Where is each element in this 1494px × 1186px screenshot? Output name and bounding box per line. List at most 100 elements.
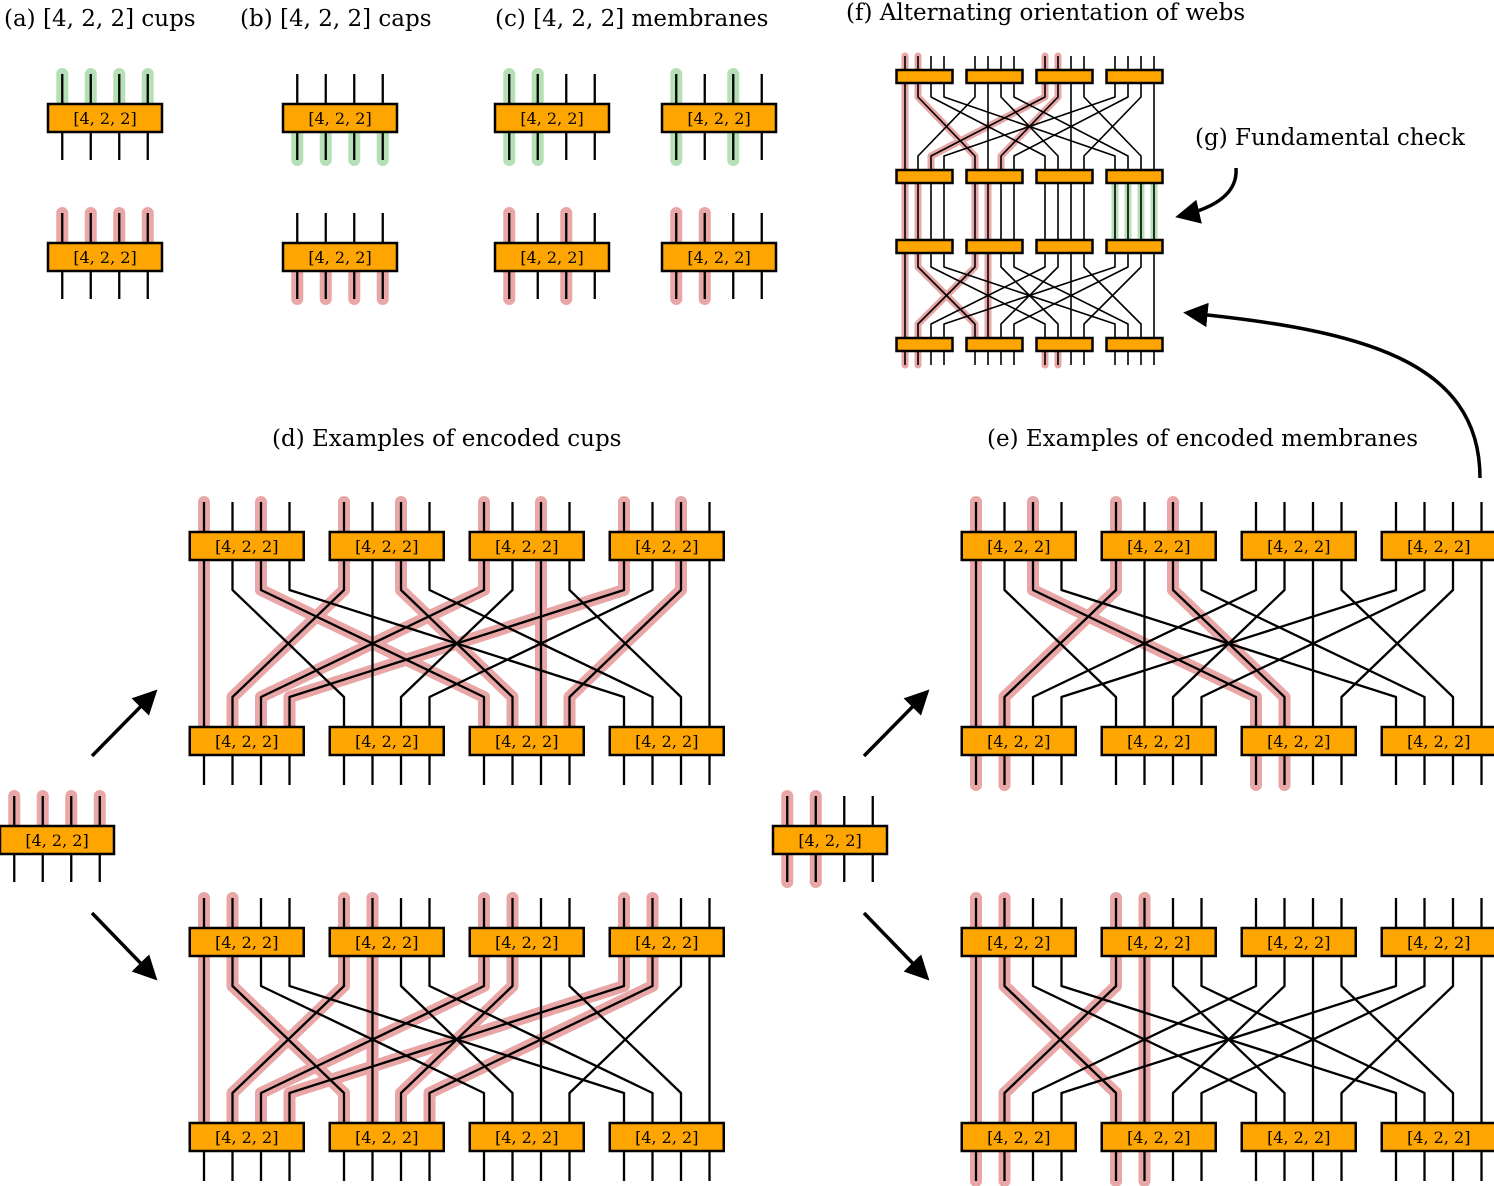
caption-d: (d) Examples of encoded cups: [272, 426, 621, 452]
code-block: [1105, 68, 1164, 85]
code-block-label: [4, 2, 2]: [1407, 732, 1470, 751]
web-wire: [1340, 560, 1455, 727]
code-block: [468, 530, 585, 562]
code-block: [46, 102, 164, 134]
code-block-label: [4, 2, 2]: [1127, 1128, 1190, 1147]
web-wire: [428, 956, 654, 1123]
code-block: [1105, 336, 1164, 353]
code-block: [328, 530, 445, 562]
caption-a: (a) [4, 2, 2] cups: [4, 6, 196, 32]
code-block-label: [4, 2, 2]: [73, 109, 136, 128]
code-block: [1380, 725, 1494, 757]
code-block-label: [4, 2, 2]: [355, 933, 418, 952]
code-block-label: [4, 2, 2]: [635, 537, 698, 556]
code-block: [960, 725, 1077, 757]
code-block-label: [4, 2, 2]: [987, 933, 1050, 952]
code-block-label: [4, 2, 2]: [215, 732, 278, 751]
code-block: [1035, 238, 1094, 255]
web-wire: [1013, 83, 1129, 170]
web-wire: [231, 956, 346, 1123]
web-wire: [1200, 560, 1426, 727]
code-block: [1105, 168, 1164, 185]
code-block: [965, 238, 1024, 255]
code-block: [608, 725, 725, 757]
web-wire: [1083, 83, 1142, 170]
code-block-label: [4, 2, 2]: [73, 248, 136, 267]
code-block: [1240, 725, 1357, 757]
code-block-label: [4, 2, 2]: [215, 1128, 278, 1147]
code-block: [1240, 530, 1357, 562]
code-block: [895, 168, 954, 185]
web-wire: [1003, 956, 1118, 1123]
arrow-e-to-f: [1183, 302, 1482, 479]
web-wire: [1031, 560, 1258, 727]
code-block-label: [4, 2, 2]: [635, 732, 698, 751]
web-wire: [943, 83, 1116, 170]
arrow-d-down: [90, 911, 158, 981]
web-wire: [1200, 956, 1426, 1123]
code-block: [1380, 530, 1494, 562]
code-block: [281, 102, 399, 134]
arrow-d-up: [90, 689, 158, 758]
code-block: [895, 68, 954, 85]
code-block-label: [4, 2, 2]: [495, 732, 558, 751]
code-block-label: [4, 2, 2]: [635, 933, 698, 952]
code-block: [960, 530, 1077, 562]
web-wire: [1060, 560, 1398, 727]
web-wire: [1060, 956, 1398, 1123]
code-block: [895, 238, 954, 255]
code-block: [1100, 530, 1217, 562]
code-block-label: [4, 2, 2]: [520, 248, 583, 267]
code-block-label: [4, 2, 2]: [1267, 732, 1330, 751]
web-wire: [917, 83, 976, 170]
code-block: [328, 725, 445, 757]
code-block-label: [4, 2, 2]: [687, 248, 750, 267]
code-block-label: [4, 2, 2]: [1267, 933, 1330, 952]
code-block-label: [4, 2, 2]: [1127, 933, 1190, 952]
code-block: [188, 530, 305, 562]
code-block: [46, 241, 164, 273]
code-block: [1035, 68, 1094, 85]
code-block-label: [4, 2, 2]: [520, 109, 583, 128]
code-block-label: [4, 2, 2]: [355, 732, 418, 751]
code-block: [0, 824, 116, 856]
code-block: [1105, 238, 1164, 255]
code-block: [1240, 1121, 1357, 1153]
code-block-label: [4, 2, 2]: [687, 109, 750, 128]
code-block: [468, 1121, 585, 1153]
code-block-label: [4, 2, 2]: [308, 248, 371, 267]
caption-g: (g) Fundamental check: [1195, 125, 1466, 151]
code-block: [960, 926, 1077, 958]
web-wire: [1003, 560, 1118, 727]
code-block: [965, 336, 1024, 353]
code-block: [965, 68, 1024, 85]
web-wire: [930, 253, 1046, 338]
code-block-label: [4, 2, 2]: [635, 1128, 698, 1147]
caption-f: (f) Alternating orientation of webs: [846, 0, 1245, 26]
code-block: [608, 530, 725, 562]
web-wire: [568, 956, 683, 1123]
code-block: [965, 168, 1024, 185]
code-block-label: [4, 2, 2]: [1127, 732, 1190, 751]
web-wire: [943, 253, 1116, 338]
web-wire: [428, 560, 654, 727]
web-wire: [1083, 253, 1142, 338]
code-block-label: [4, 2, 2]: [495, 1128, 558, 1147]
code-block: [188, 926, 305, 958]
code-block: [188, 1121, 305, 1153]
code-block: [468, 926, 585, 958]
caption-e: (e) Examples of encoded membranes: [987, 426, 1418, 452]
code-block: [1100, 926, 1217, 958]
code-block-label: [4, 2, 2]: [215, 537, 278, 556]
web-wire: [1013, 253, 1129, 338]
code-block-label: [4, 2, 2]: [987, 537, 1050, 556]
code-block: [328, 926, 445, 958]
block-layer: [4, 2, 2] [4, 2, 2] [4, 2, 2] [4, 2, 2] [4, …: [0, 68, 1494, 1153]
arrow-g-to-f: [1175, 167, 1238, 224]
code-block: [281, 241, 399, 273]
code-block-label: [4, 2, 2]: [1407, 537, 1470, 556]
code-block: [660, 241, 778, 273]
web-wire: [288, 560, 626, 727]
code-block-label: [4, 2, 2]: [495, 933, 558, 952]
